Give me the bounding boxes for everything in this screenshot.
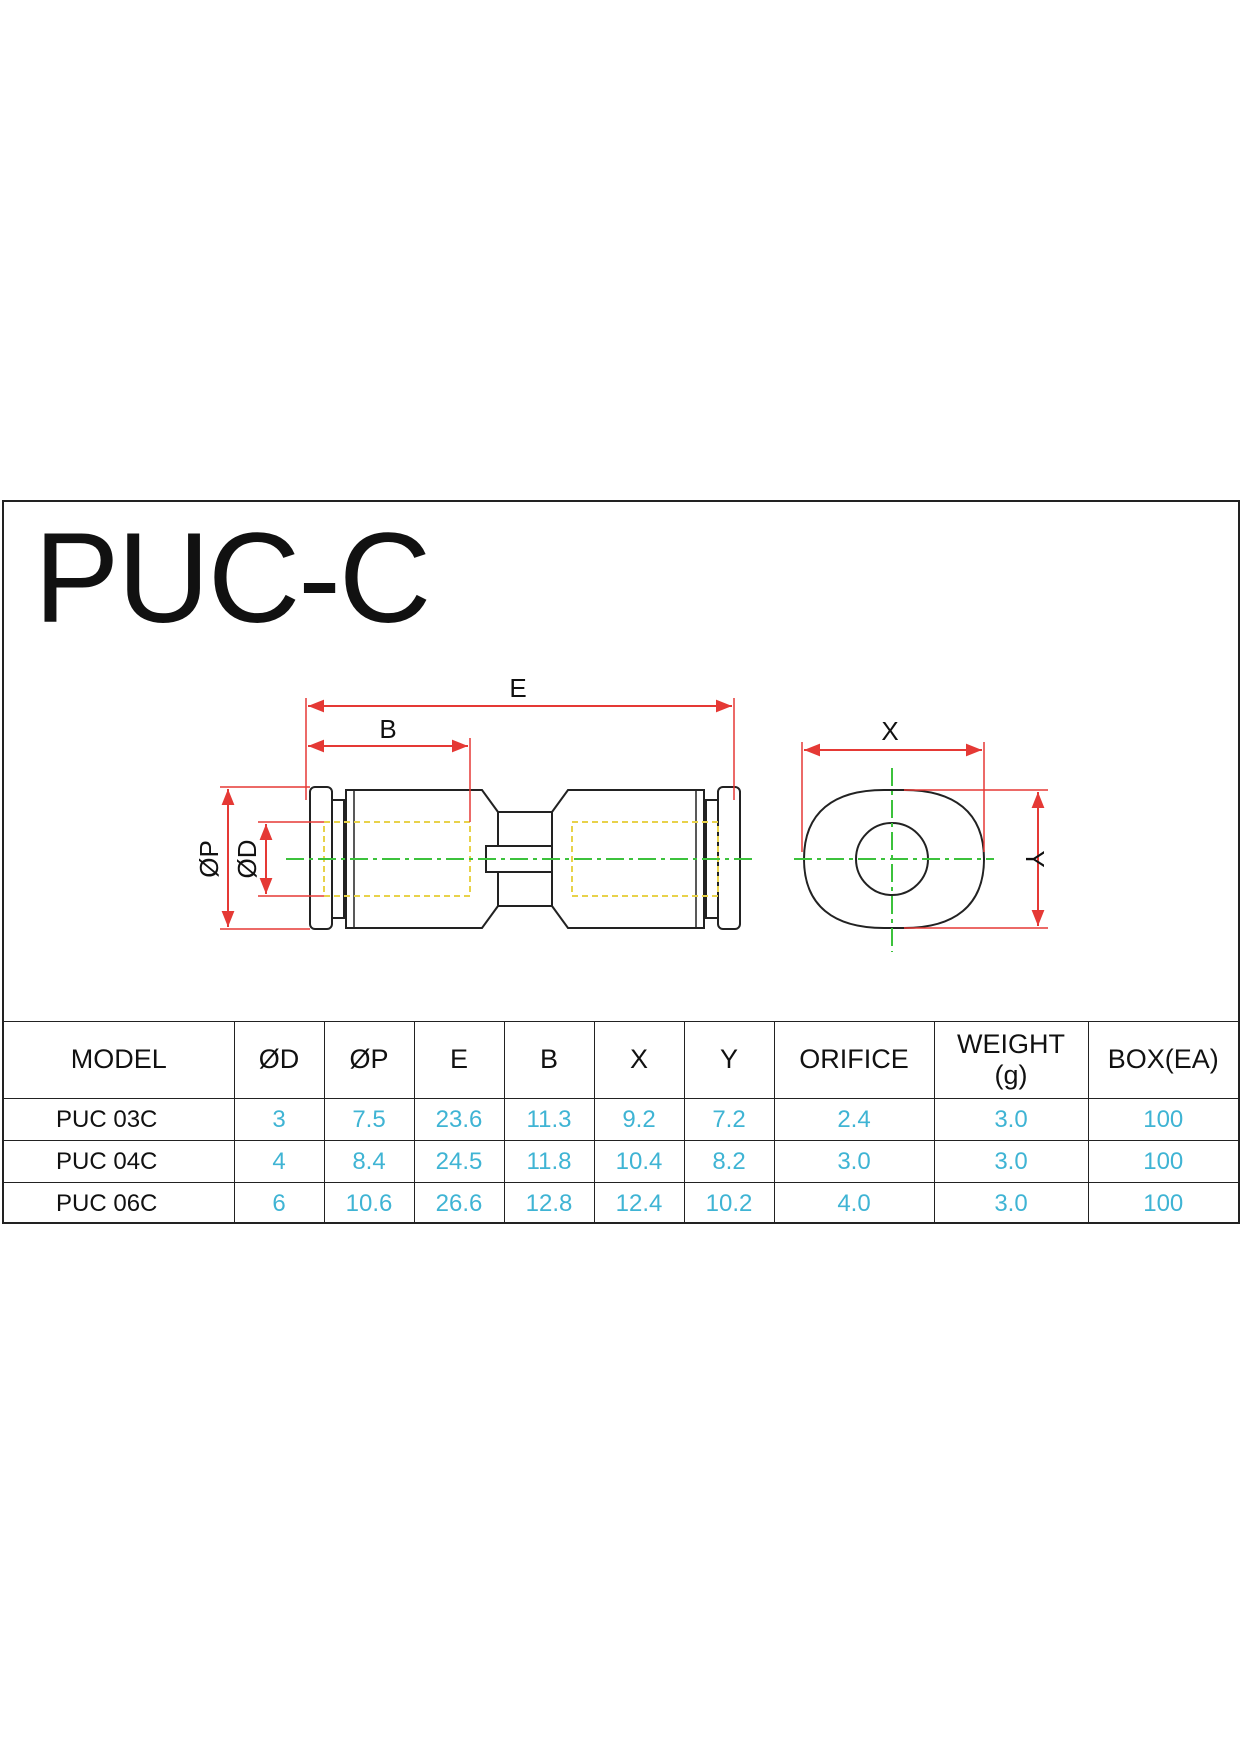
- dim-label-e: E: [509, 673, 526, 703]
- cell-x: 10.4: [593, 1140, 685, 1183]
- side-view: [286, 786, 756, 930]
- cell-od: 6: [233, 1182, 325, 1224]
- cell-box: 100: [1087, 1182, 1238, 1224]
- cell-od: 3: [233, 1098, 325, 1141]
- col-header-weight: WEIGHT (g): [933, 1021, 1089, 1099]
- dim-label-x: X: [881, 716, 898, 746]
- dimension-labels-side: E B ØP ØD: [194, 673, 527, 879]
- cell-weight: 3.0: [933, 1182, 1089, 1224]
- spec-table: MODEL ØD ØP E B X Y ORIFICE WEIGHT (g) B…: [4, 1021, 1238, 1224]
- col-header-x: X: [593, 1021, 685, 1099]
- col-header-op: ØP: [323, 1021, 415, 1099]
- table-row: PUC 04C 4 8.4 24.5 11.8 10.4 8.2 3.0 3.0…: [4, 1140, 1238, 1183]
- cell-op: 7.5: [323, 1098, 415, 1141]
- cell-x: 9.2: [593, 1098, 685, 1141]
- col-header-orifice: ORIFICE: [773, 1021, 935, 1099]
- cell-x: 12.4: [593, 1182, 685, 1224]
- cell-weight: 3.0: [933, 1140, 1089, 1183]
- dim-label-b: B: [379, 714, 396, 744]
- cell-model: PUC 03C: [4, 1098, 235, 1141]
- dim-label-phi-d: ØD: [232, 840, 262, 879]
- spec-sheet: PUC-C: [2, 500, 1240, 1224]
- cell-weight: 3.0: [933, 1098, 1089, 1141]
- col-header-e: E: [413, 1021, 505, 1099]
- cell-orifice: 4.0: [773, 1182, 935, 1224]
- col-header-model: MODEL: [4, 1021, 235, 1099]
- cell-box: 100: [1087, 1140, 1238, 1183]
- dimension-lines-end: [801, 742, 1048, 929]
- cell-y: 8.2: [683, 1140, 775, 1183]
- cell-od: 4: [233, 1140, 325, 1183]
- col-header-box: BOX(EA): [1087, 1021, 1238, 1099]
- technical-drawing: E B ØP ØD X Y: [194, 673, 1050, 952]
- dimension-lines-side: [220, 698, 735, 930]
- cell-y: 7.2: [683, 1098, 775, 1141]
- cell-model: PUC 06C: [4, 1182, 235, 1224]
- cell-orifice: 2.4: [773, 1098, 935, 1141]
- cell-b: 11.8: [503, 1140, 595, 1183]
- col-header-y: Y: [683, 1021, 775, 1099]
- table-row: PUC 06C 6 10.6 26.6 12.8 12.4 10.2 4.0 3…: [4, 1182, 1238, 1224]
- product-title: PUC-C: [34, 507, 431, 650]
- end-view: [794, 768, 994, 952]
- cell-b: 12.8: [503, 1182, 595, 1224]
- col-header-b: B: [503, 1021, 595, 1099]
- table-row: PUC 03C 3 7.5 23.6 11.3 9.2 7.2 2.4 3.0 …: [4, 1098, 1238, 1141]
- cell-model: PUC 04C: [4, 1140, 235, 1183]
- col-header-od: ØD: [233, 1021, 325, 1099]
- dim-label-y: Y: [1020, 850, 1050, 867]
- dim-label-phi-p: ØP: [194, 840, 224, 878]
- cell-orifice: 3.0: [773, 1140, 935, 1183]
- cell-op: 10.6: [323, 1182, 415, 1224]
- cell-e: 26.6: [413, 1182, 505, 1224]
- cell-e: 24.5: [413, 1140, 505, 1183]
- cell-e: 23.6: [413, 1098, 505, 1141]
- table-header-row: MODEL ØD ØP E B X Y ORIFICE WEIGHT (g) B…: [4, 1021, 1238, 1099]
- dimension-labels-end: X Y: [881, 716, 1050, 868]
- cell-y: 10.2: [683, 1182, 775, 1224]
- cell-box: 100: [1087, 1098, 1238, 1141]
- cell-op: 8.4: [323, 1140, 415, 1183]
- cell-b: 11.3: [503, 1098, 595, 1141]
